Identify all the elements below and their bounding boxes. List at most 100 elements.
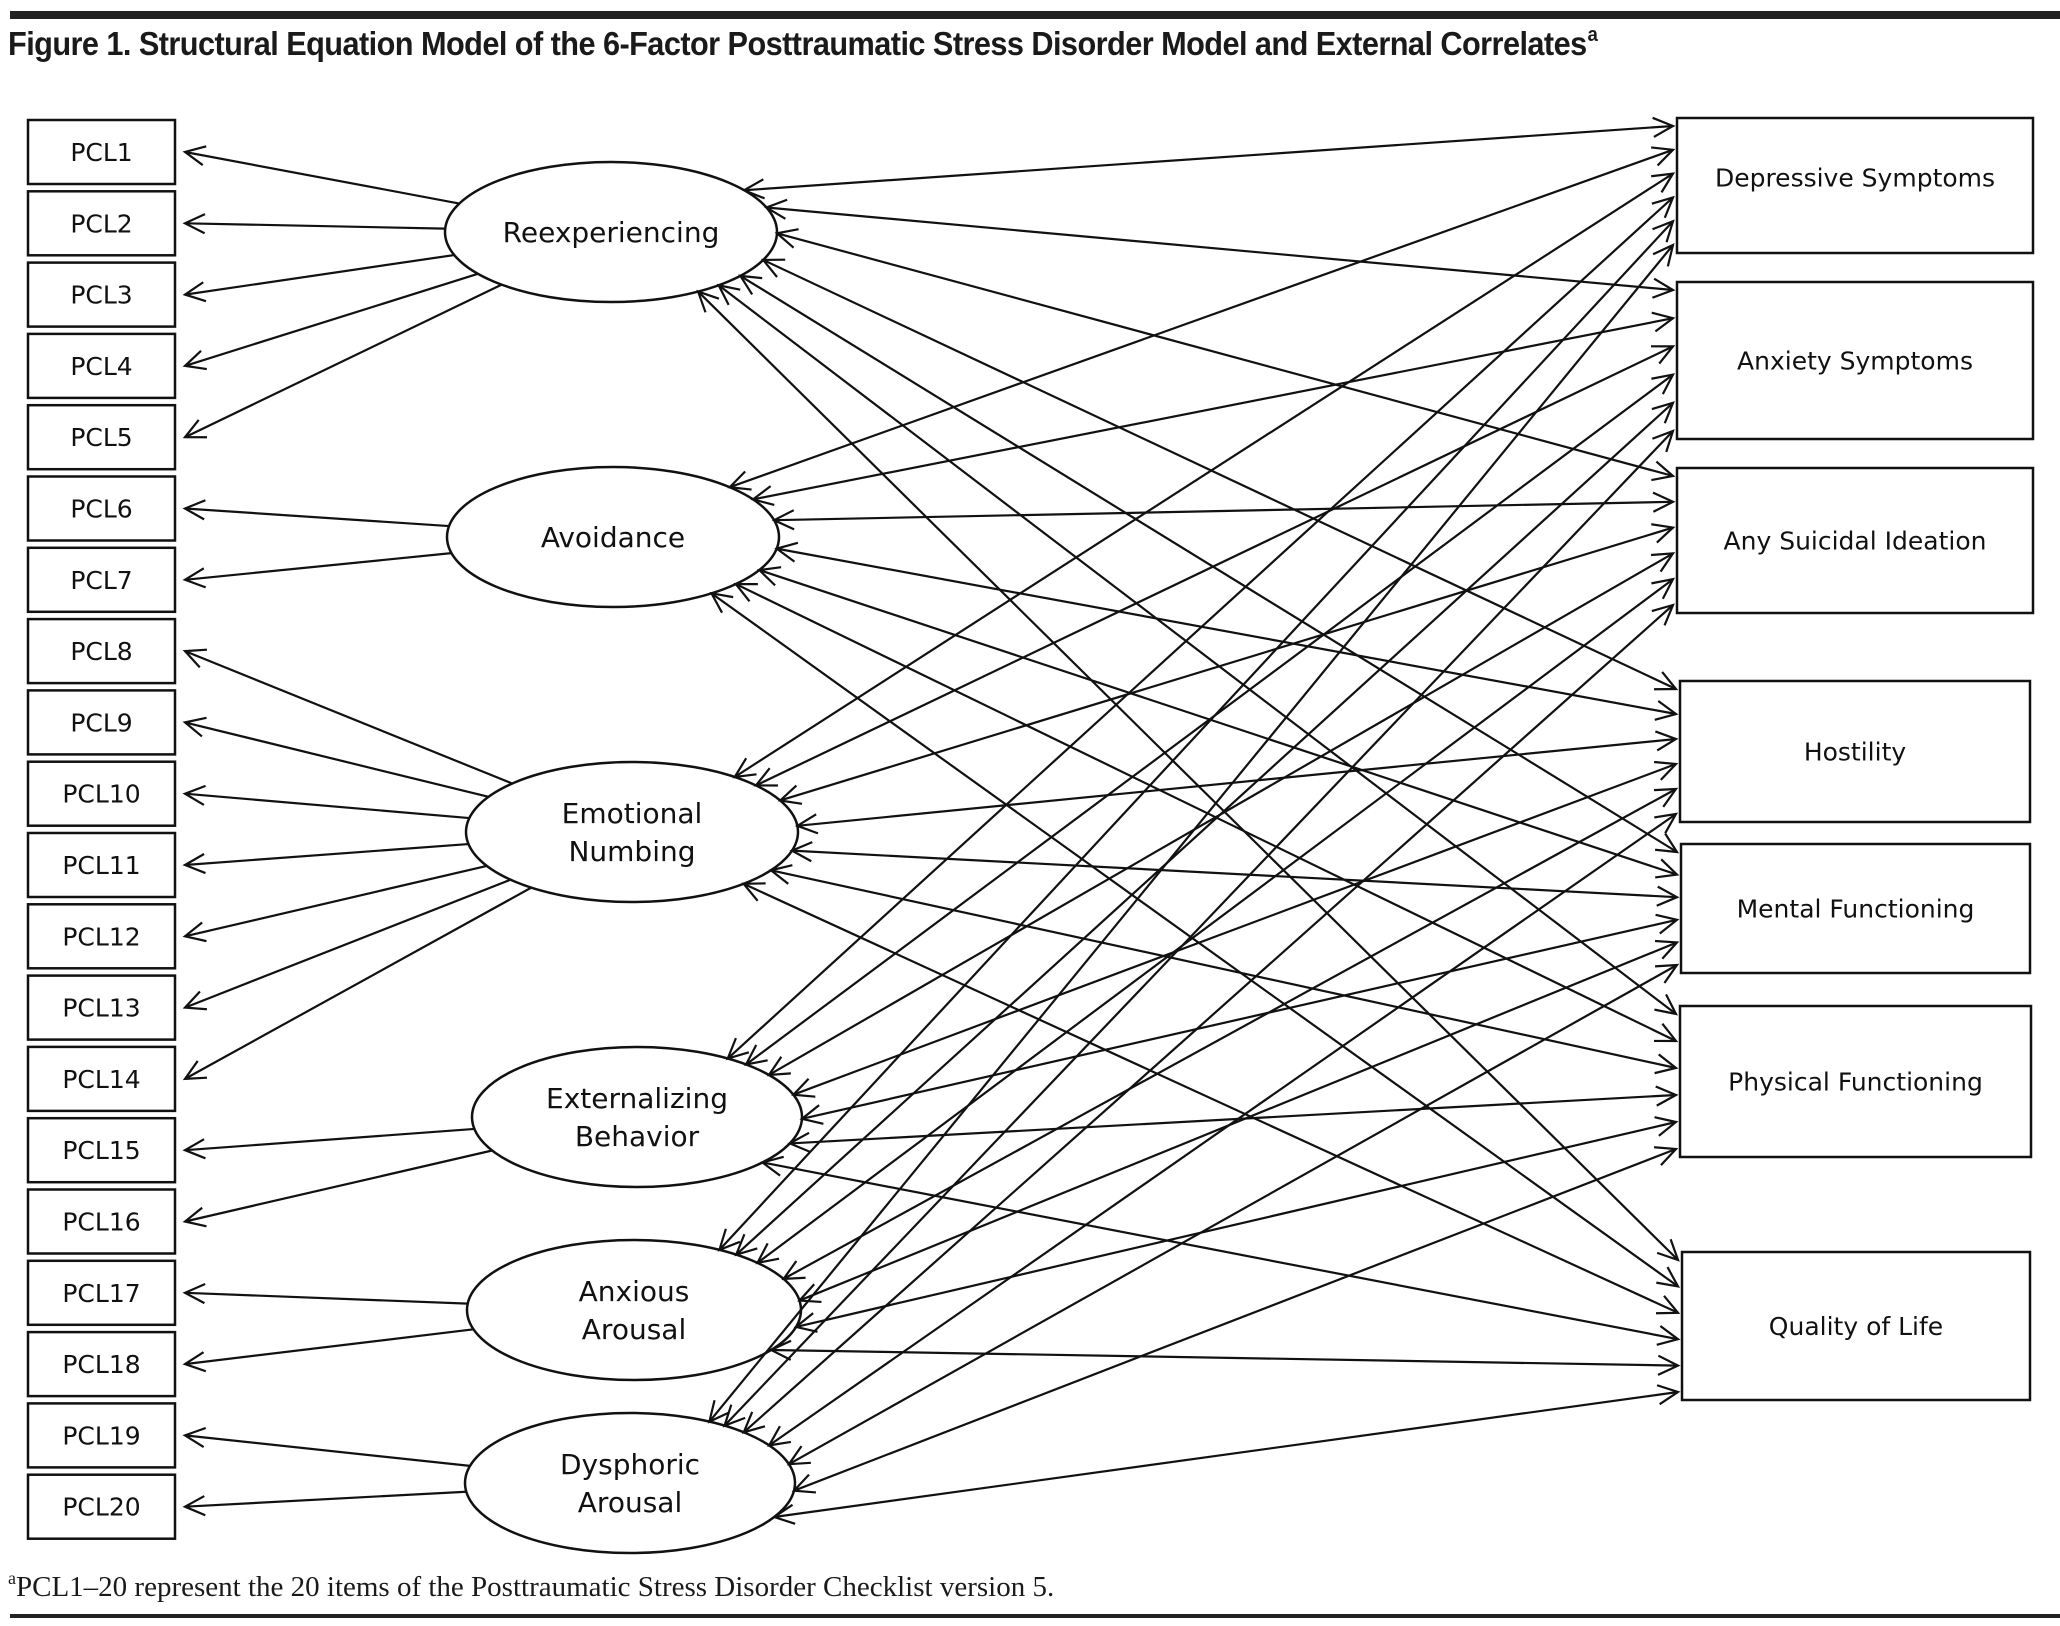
loading-avoidance-pcl7	[182, 552, 452, 589]
correlation-anxious-arousal-anxiety-symptoms	[734, 401, 1675, 1257]
factor-avoidance: Avoidance	[445, 465, 781, 609]
arrowhead-icon	[1656, 1266, 1681, 1288]
loading-line	[184, 1490, 467, 1508]
nodes-layer: PCL1PCL2PCL3PCL4PCL5PCL6PCL7PCL8PCL9PCL1…	[26, 116, 2035, 1555]
arrowhead-icon	[1651, 603, 1675, 626]
arrowhead-icon	[1656, 1238, 1680, 1262]
loading-line	[184, 150, 460, 205]
loading-line	[184, 222, 446, 230]
correlation-line	[739, 274, 1678, 853]
correlation-reexperiencing-physical-functioning	[716, 283, 1679, 1016]
arrowhead-icon	[182, 921, 207, 943]
correlation-dysphoric-arousal-any-suicidal-ideation	[741, 603, 1675, 1434]
correlation-reexperiencing-anxiety-symptoms	[763, 198, 1676, 299]
indicator-label: PCL17	[62, 1279, 140, 1308]
factor-label: Numbing	[568, 835, 695, 868]
indicator-box	[26, 1330, 177, 1398]
correlation-line	[743, 882, 1679, 1314]
indicator-box	[26, 903, 177, 970]
factor-ellipse	[445, 465, 781, 609]
correlation-reexperiencing-any-suicidal-ideation	[774, 228, 1676, 482]
correlation-line	[710, 592, 1679, 1288]
arrowhead-icon	[1652, 277, 1676, 299]
indicator-label: PCL14	[62, 1065, 140, 1094]
arrowhead-icon	[1651, 195, 1675, 219]
indicator-pcl15: PCL15	[26, 1116, 177, 1184]
correlation-reexperiencing-depressive-symptoms	[741, 116, 1676, 200]
correlation-line	[793, 1147, 1677, 1492]
arrowhead-icon	[1652, 243, 1675, 267]
loading-line	[184, 1149, 493, 1223]
indicator-box	[26, 617, 177, 685]
indicator-box	[26, 332, 177, 400]
correlation-line	[718, 220, 1674, 1251]
arrowhead-icon	[1652, 219, 1675, 243]
outcome-label: Depressive Symptoms	[1715, 164, 1995, 193]
loading-line	[184, 1328, 474, 1366]
indicator-pcl10: PCL10	[26, 760, 177, 827]
correlation-dysphoric-arousal-physical-functioning	[791, 1146, 1679, 1494]
arrowhead-icon	[1654, 1053, 1679, 1075]
loading-anxious-arousal-pcl17	[182, 1282, 468, 1305]
loading-line	[184, 507, 450, 528]
indicator-pcl6: PCL6	[26, 475, 177, 542]
figure-title: Figure 1. Structural Equation Model of t…	[8, 24, 1598, 63]
correlation-emotional-numbing-any-suicidal-ideation	[777, 523, 1676, 805]
correlation-line	[718, 284, 1677, 1015]
correlation-externalizing-behavior-anxiety-symptoms	[744, 373, 1676, 1066]
loading-externalizing-behavior-pcl16	[182, 1149, 493, 1228]
arrowhead-icon	[1656, 1325, 1681, 1346]
correlation-line	[783, 788, 1677, 1280]
correlation-dysphoric-arousal-anxiety-symptoms	[722, 429, 1675, 1428]
indicator-pcl8: PCL8	[26, 617, 177, 685]
correlation-line	[744, 124, 1674, 192]
outcome-hostility: Hostility	[1678, 679, 2032, 824]
outcome-box	[1680, 1250, 2032, 1402]
indicator-label: PCL15	[62, 1136, 140, 1165]
arrowhead-icon	[1651, 311, 1676, 333]
loading-line	[184, 650, 513, 785]
loading-dysphoric-arousal-pcl20	[182, 1490, 467, 1517]
factor-ellipse	[470, 1045, 804, 1189]
figure-footnote: aPCL1–20 represent the 20 items of the P…	[8, 1568, 1054, 1604]
loading-emotional-numbing-pcl13	[182, 878, 511, 1011]
indicator-box	[26, 689, 177, 756]
correlation-reexperiencing-mental-functioning	[738, 274, 1680, 854]
factor-label: Externalizing	[546, 1082, 728, 1115]
arrowhead-icon	[1651, 523, 1676, 544]
arrowhead-icon	[1652, 491, 1676, 513]
loading-externalizing-behavior-pcl15	[182, 1127, 475, 1160]
arrowhead-icon	[182, 648, 208, 669]
arrowhead-icon	[1657, 1354, 1681, 1376]
factor-label: Anxious	[579, 1275, 690, 1308]
arrowhead-icon	[1651, 460, 1676, 482]
indicator-pcl18: PCL18	[26, 1330, 177, 1398]
loading-line	[184, 1291, 468, 1305]
indicator-label: PCL5	[70, 423, 132, 452]
loading-line	[184, 283, 503, 439]
indicator-label: PCL20	[62, 1493, 140, 1522]
indicator-pcl1: PCL1	[26, 118, 177, 186]
correlation-line	[776, 547, 1677, 716]
indicator-label: PCL13	[62, 994, 140, 1023]
arrowhead-icon	[1655, 858, 1680, 879]
outcome-label: Anxiety Symptoms	[1737, 347, 1973, 376]
loading-line	[184, 272, 479, 367]
factor-ellipse	[463, 1411, 797, 1555]
loading-emotional-numbing-pcl9	[182, 716, 489, 798]
loading-line	[184, 878, 511, 1009]
indicator-label: PCL11	[62, 851, 140, 880]
arrowhead-icon	[182, 1138, 206, 1160]
arrowhead-icon	[1653, 1023, 1679, 1043]
indicator-label: PCL19	[62, 1421, 140, 1450]
indicator-pcl2: PCL2	[26, 190, 177, 257]
outcome-box	[1678, 1004, 2033, 1159]
factor-ellipse	[465, 1238, 803, 1382]
indicator-label: PCL10	[62, 780, 140, 809]
outcome-label: Any Suicidal Ideation	[1724, 527, 1987, 556]
indicator-pcl20: PCL20	[26, 1473, 177, 1540]
correlation-line	[788, 964, 1678, 1466]
outcome-box	[1675, 280, 2035, 441]
